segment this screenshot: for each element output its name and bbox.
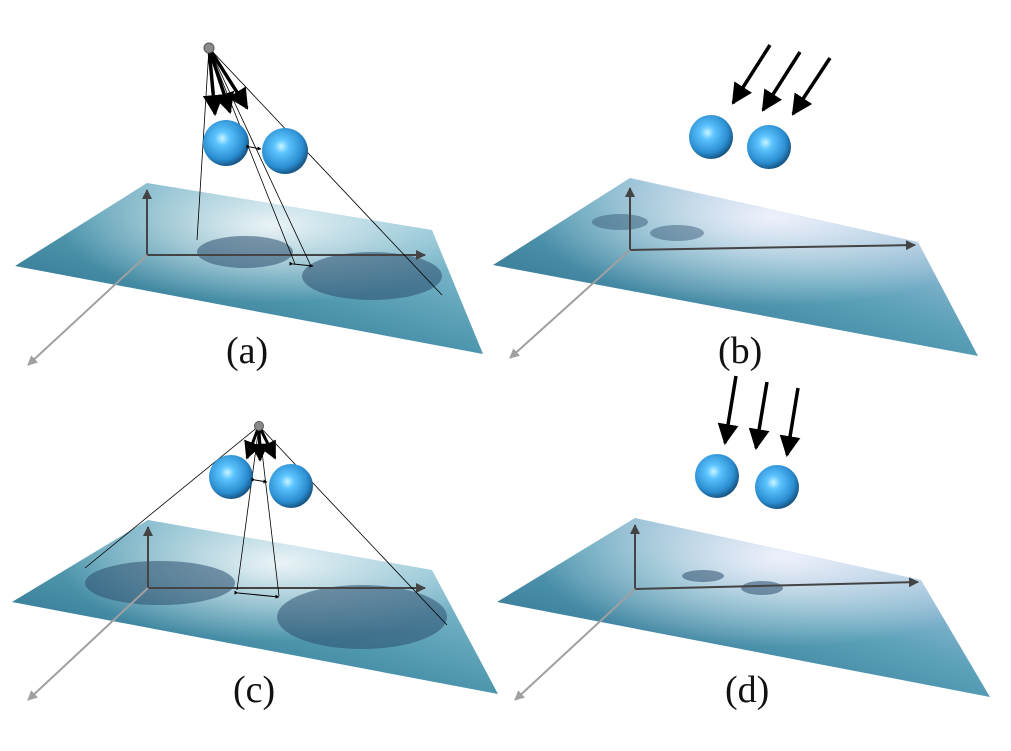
sphere [203, 120, 249, 166]
sphere [269, 464, 313, 508]
light-arrows [202, 47, 249, 117]
z-axis [27, 254, 148, 366]
panel-label: (d) [725, 669, 769, 711]
sphere-shadow [85, 561, 235, 605]
light-arrows [717, 375, 801, 458]
panel-label: (b) [718, 330, 762, 372]
shadow-distance-arrow [234, 590, 280, 599]
sphere [209, 455, 253, 499]
distance-arrow [251, 477, 268, 484]
sphere [747, 125, 791, 169]
sphere [755, 465, 799, 509]
panel-label: (c) [233, 669, 275, 711]
z-axis [514, 588, 636, 701]
sphere-shadow [197, 236, 293, 268]
sphere-shadow [592, 214, 648, 230]
shadow-distance-arrow [289, 261, 314, 268]
x-axis [629, 240, 916, 251]
sphere-shadow [650, 225, 704, 241]
sphere [262, 128, 308, 174]
panel-c: (c) [12, 421, 498, 711]
point-light-source [254, 421, 264, 431]
z-axis [27, 587, 149, 701]
x-axis [634, 577, 919, 590]
sphere-shadow [682, 570, 724, 582]
light-arrows [244, 425, 277, 462]
sphere-shadow [741, 581, 783, 595]
panel-a: (a) [15, 42, 483, 372]
sphere [689, 115, 733, 159]
point-light-source [203, 42, 215, 54]
z-axis [509, 249, 631, 359]
sphere-shadow [277, 585, 447, 649]
panel-b: (b) [493, 44, 978, 372]
plane-highlight [15, 183, 483, 354]
panel-label: (a) [226, 330, 268, 372]
plane-highlight [493, 178, 978, 356]
distance-arrow [246, 144, 262, 151]
sphere [695, 454, 739, 498]
panel-d: (d) [497, 375, 990, 711]
sphere-shadow [302, 252, 442, 300]
light-arrows [731, 44, 832, 116]
plane-highlight [497, 518, 990, 697]
